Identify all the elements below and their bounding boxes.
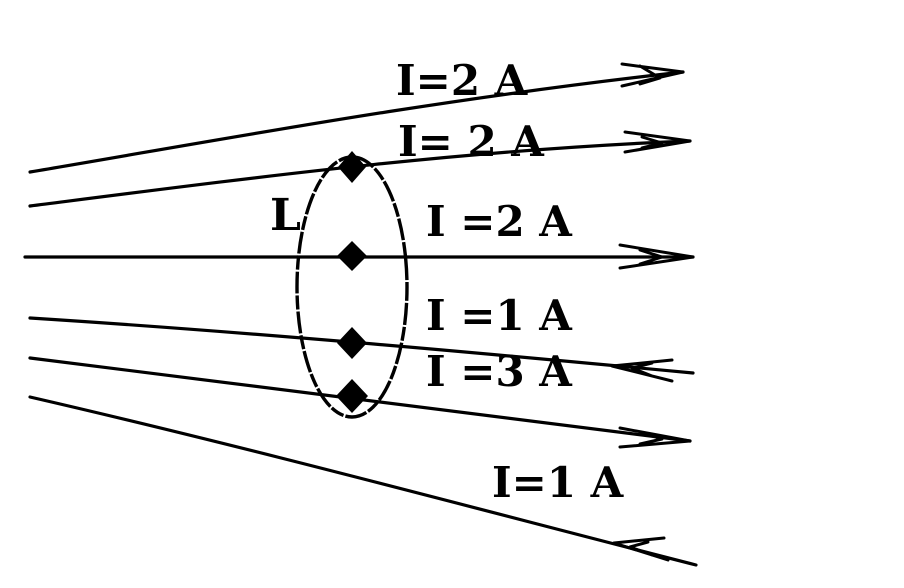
current-label-3: I =2 A	[426, 197, 573, 246]
wire-1	[28, 62, 685, 174]
junction-node	[338, 151, 366, 183]
arrow-right-icon	[620, 62, 685, 88]
wire-6	[28, 395, 698, 567]
arrow-left-icon	[610, 358, 674, 383]
arrow-right-icon	[618, 243, 695, 270]
current-label-2: I= 2 A	[398, 117, 545, 166]
arrow-left-icon	[612, 536, 670, 562]
loop-label: L	[270, 190, 301, 241]
current-label-5: I =3 A	[426, 347, 573, 396]
current-label-6: I=1 A	[492, 458, 625, 507]
junction-node	[337, 241, 367, 271]
current-label-1: I=2 A	[396, 56, 529, 105]
junction-node	[336, 379, 368, 413]
closed-loop	[295, 155, 409, 419]
arrow-right-icon	[623, 130, 692, 154]
current-label-4: I =1 A	[426, 291, 573, 340]
junction-node	[337, 327, 367, 359]
arrow-right-icon	[618, 426, 692, 449]
